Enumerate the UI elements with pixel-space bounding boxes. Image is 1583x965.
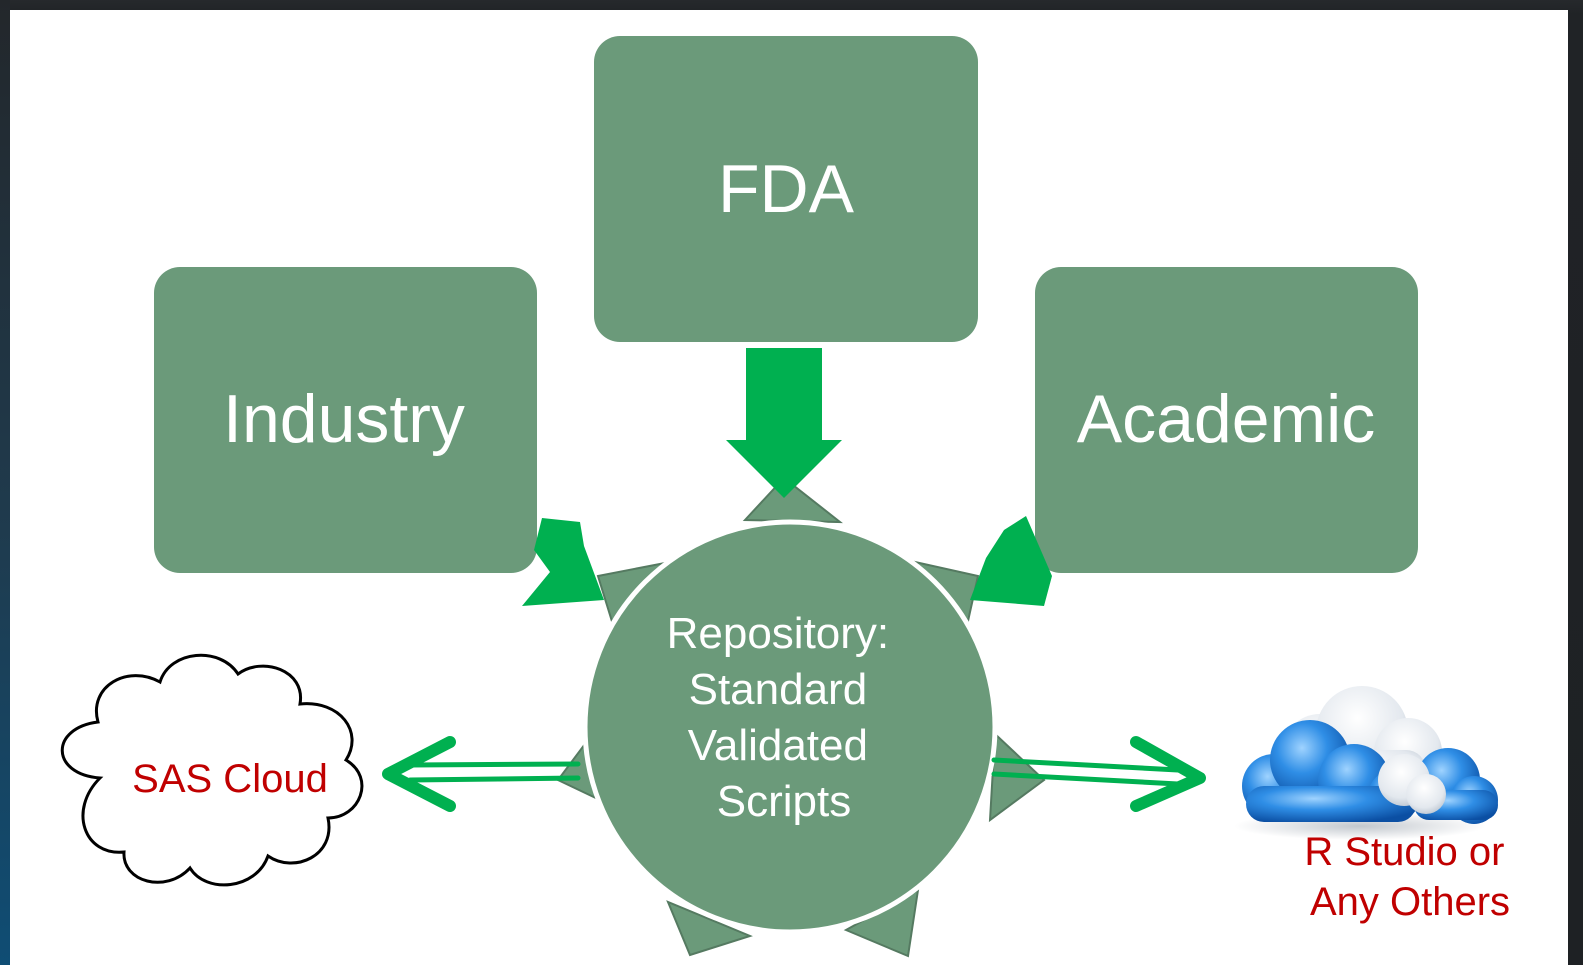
industry-box: Industry	[154, 267, 537, 573]
diagram-canvas: FDA Industry Academic	[10, 10, 1568, 965]
sas-cloud-label: SAS Cloud	[132, 757, 328, 801]
repository-line-2: Standard	[689, 665, 868, 714]
arrow-fda-to-repository	[726, 348, 842, 498]
fda-label: FDA	[718, 151, 855, 227]
academic-label: Academic	[1077, 381, 1376, 457]
r-studio-line-2: Any Others	[1310, 880, 1510, 924]
star-spike-bottom-left	[666, 900, 753, 957]
repository-circle: Repository: Standard Validated Scripts	[582, 519, 998, 935]
window-edge	[0, 0, 10, 965]
r-studio-label: R Studio or Any Others	[1304, 830, 1515, 924]
r-studio-line-1: R Studio or	[1304, 830, 1504, 874]
diagram-svg: FDA Industry Academic	[60, 36, 1515, 958]
sas-cloud: SAS Cloud	[60, 653, 364, 887]
repository-line-1: Repository:	[667, 609, 890, 658]
arrow-repository-to-sas-cloud	[382, 736, 581, 812]
repository-line-4: Scripts	[717, 777, 851, 826]
arrow-repository-to-r-studio	[991, 736, 1206, 812]
svg-text:R Studio or Any Othe: R Studio or Any Others	[1304, 830, 1515, 924]
fda-box: FDA	[594, 36, 978, 342]
repository-line-3: Validated	[688, 721, 868, 770]
svg-text:Repository: Standard: Repository: Standard Validated Scripts	[667, 609, 902, 826]
arrow-academic-to-repository	[970, 516, 1052, 606]
academic-box: Academic	[1035, 267, 1418, 573]
industry-label: Industry	[223, 381, 465, 457]
arrow-industry-to-repository	[522, 518, 604, 606]
cloud-outline-icon	[60, 653, 364, 887]
blue-cloud-icon	[1234, 686, 1498, 840]
